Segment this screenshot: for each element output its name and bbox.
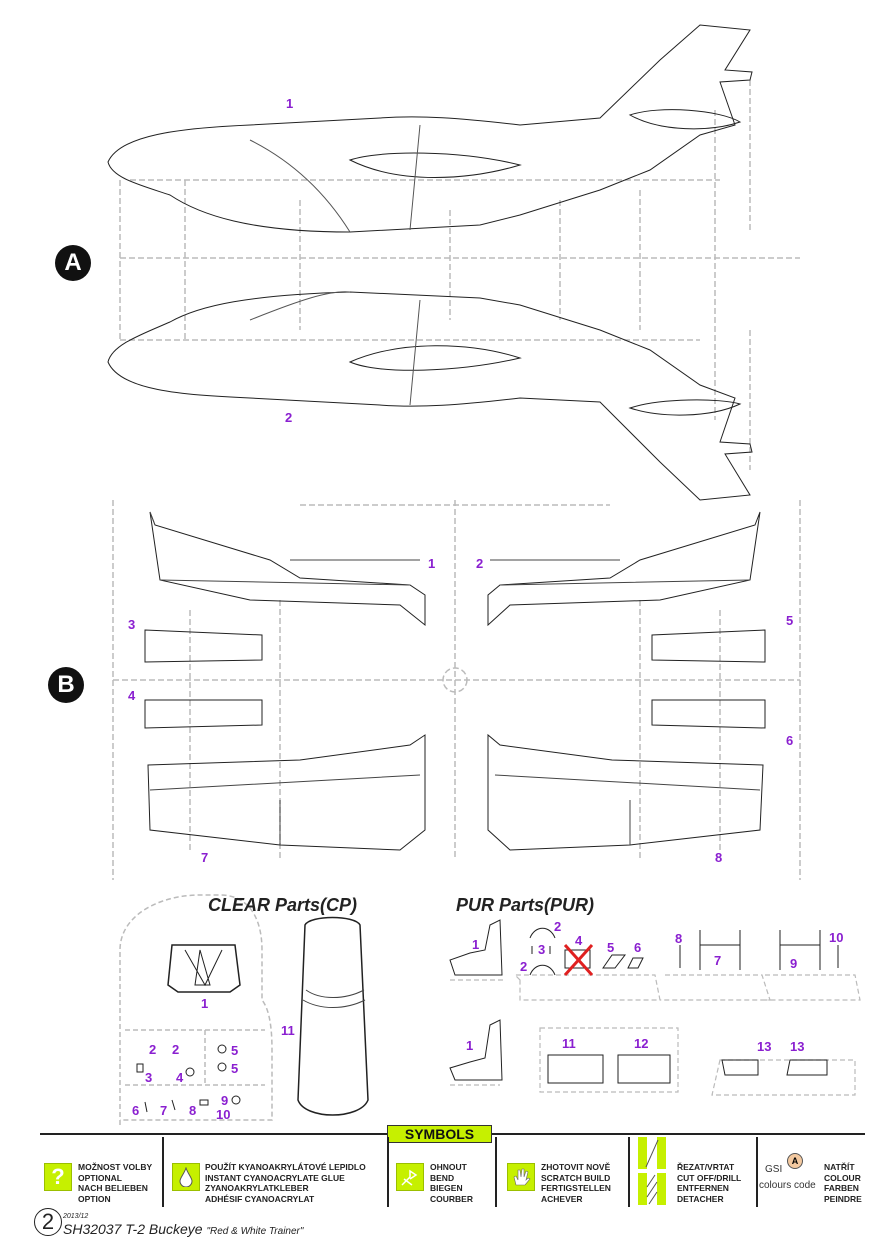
symbol-glue-text: POUŽÍT KYANOAKRYLÁTOVÉ LEPIDLO INSTANT C… <box>205 1162 366 1204</box>
part-label: 5 <box>231 1043 239 1058</box>
part-label: 1 <box>286 96 294 111</box>
sprue-b-badge: B <box>48 667 84 703</box>
part-label: 2 <box>172 1042 180 1057</box>
part-label: 2 <box>149 1042 157 1057</box>
part-label: 7 <box>201 850 209 865</box>
divider <box>387 1137 389 1207</box>
glue-drop-icon <box>172 1163 200 1191</box>
part-label: 12 <box>634 1036 649 1051</box>
divider <box>495 1137 497 1207</box>
clear-parts-frame <box>119 894 273 1125</box>
part-label: 7 <box>160 1103 168 1118</box>
wing-lower-left <box>147 734 426 851</box>
symbols-heading: SYMBOLS <box>387 1125 492 1143</box>
part-label: 8 <box>189 1103 197 1118</box>
part-label: 2 <box>476 556 484 571</box>
symbol-bend-text: OHNOUT BEND BIEGEN COURBER <box>430 1162 473 1204</box>
seat-1 <box>449 919 503 976</box>
part-label: 4 <box>575 933 583 948</box>
part-label: 2 <box>285 410 293 425</box>
footer-date: 2013/12 <box>63 1213 89 1220</box>
part-label: 6 <box>786 733 794 748</box>
part-label: 1 <box>472 937 480 952</box>
flap-6 <box>651 699 766 729</box>
part-label: 3 <box>538 942 546 957</box>
sprue-b-frame <box>112 500 801 880</box>
part-label: 3 <box>145 1070 153 1085</box>
wing-upper-left <box>149 511 426 627</box>
part-label: 11 <box>281 1023 295 1038</box>
symbol-optional-text: MOŽNOST VOLBY OPTIONAL NACH BELIEBEN OPT… <box>78 1162 153 1204</box>
flap-3 <box>144 629 263 663</box>
kit-code: SH32037 T-2 Buckeye <box>63 1221 203 1237</box>
symbol-cut-text: ŘEZAT/VRTAT CUT OFF/DRILL ENTFERNEN DETA… <box>677 1162 742 1204</box>
paint-badge: A <box>787 1153 803 1169</box>
divider <box>756 1137 758 1207</box>
sprue-a-frame <box>119 80 800 470</box>
pur-frames <box>450 974 861 1096</box>
part-label: 4 <box>128 688 136 703</box>
kit-subtitle: "Red & White Trainer" <box>206 1226 304 1237</box>
fuselage-half-2 <box>107 291 753 501</box>
part-label: 8 <box>675 931 683 946</box>
divider <box>162 1137 164 1207</box>
part-label: 10 <box>829 930 844 945</box>
part-label: 1 <box>428 556 436 571</box>
part-label: 2 <box>554 919 562 934</box>
bend-icon <box>396 1163 424 1191</box>
canopy-front <box>167 944 241 993</box>
question-icon: ? <box>44 1163 72 1191</box>
part-label: 6 <box>634 940 642 955</box>
part-label: 5 <box>607 940 615 955</box>
part-label: 4 <box>176 1070 184 1085</box>
hand-icon <box>507 1163 535 1191</box>
gsi-label: GSI <box>765 1164 783 1175</box>
part-label: 13 <box>757 1039 772 1054</box>
kit-title: SH32037 T-2 Buckeye "Red & White Trainer… <box>63 1221 303 1237</box>
removed-part-cross-icon <box>563 943 594 977</box>
part-label: 5 <box>231 1061 239 1076</box>
part-label: 9 <box>790 956 798 971</box>
clear-parts-title: CLEAR Parts(CP) <box>208 895 358 915</box>
part-label: 2 <box>520 959 528 974</box>
part-label: 8 <box>715 850 723 865</box>
colours-code-label: colours code <box>759 1180 816 1191</box>
flap-5 <box>651 629 766 663</box>
wing-upper-right <box>487 511 761 627</box>
part-label: 6 <box>132 1103 140 1118</box>
part-label: 9 <box>221 1093 229 1108</box>
page-number: 2 <box>34 1208 62 1236</box>
part-label: 13 <box>790 1039 805 1054</box>
part-label: 1 <box>201 996 209 1011</box>
symbol-scratch-text: ZHOTOVIT NOVĚ SCRATCH BUILD FERTIGSTELLE… <box>541 1162 611 1204</box>
seat-1b <box>449 1019 503 1081</box>
flap-4 <box>144 699 263 729</box>
sprue-a-badge: A <box>55 245 91 281</box>
part-label: 10 <box>216 1107 231 1122</box>
part-label: 3 <box>128 617 136 632</box>
paint-icon: GSI A colours code <box>757 1153 827 1203</box>
part-label: 7 <box>714 953 722 968</box>
cut-drill-icon <box>638 1137 666 1210</box>
part-label: 1 <box>466 1038 474 1053</box>
pur-parts-title: PUR Parts(PUR) <box>456 895 595 915</box>
divider <box>628 1137 630 1207</box>
part-label: 5 <box>786 613 794 628</box>
symbol-colour-text: NATŘÍT COLOUR FARBEN PEINDRE <box>824 1162 862 1204</box>
canopy-main <box>297 916 369 1116</box>
fuselage-half-1 <box>107 24 753 233</box>
part-label: 11 <box>562 1036 576 1051</box>
wing-lower-right <box>487 733 764 851</box>
